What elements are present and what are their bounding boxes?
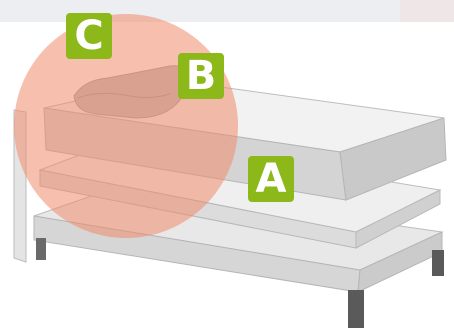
- marker-c: C: [66, 13, 112, 59]
- leg-front-right: [348, 290, 364, 328]
- marker-b: B: [178, 53, 224, 99]
- marker-a: A: [248, 156, 294, 202]
- top-band-accent: [400, 0, 454, 22]
- highlight-circle: [14, 14, 238, 238]
- leg-front-left: [36, 238, 46, 260]
- leg-back-right: [432, 250, 444, 276]
